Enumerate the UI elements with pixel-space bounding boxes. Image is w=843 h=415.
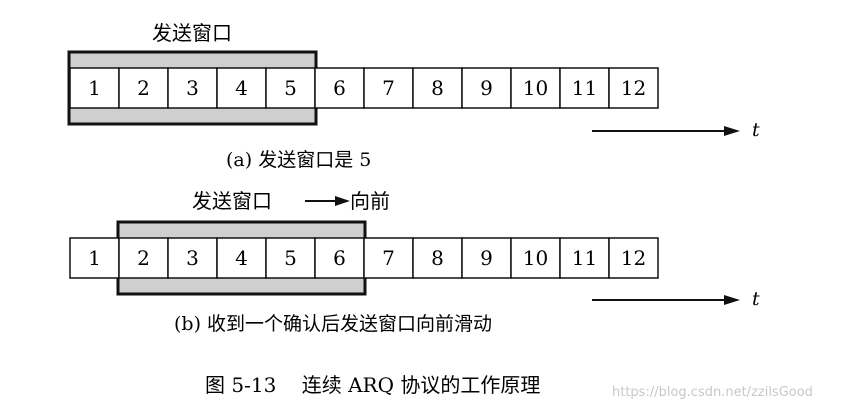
part-b-frame-cell xyxy=(363,237,414,279)
part-a-frame-cell xyxy=(69,67,120,109)
part-a-frame-number: 5 xyxy=(284,76,297,100)
part-a-frame-number: 3 xyxy=(186,76,199,100)
part-a-frame-number: 12 xyxy=(621,76,646,100)
part-b-frame-cell xyxy=(167,237,218,279)
part-a-frame-cell xyxy=(363,67,414,109)
part-b-frame-cell xyxy=(412,237,463,279)
part-a-frame-number: 11 xyxy=(572,76,597,100)
part-b-frame-number: 8 xyxy=(431,246,444,270)
part-a-frame-cell xyxy=(118,67,169,109)
part-a-frame-cell xyxy=(412,67,463,109)
part-a-window-label: 发送窗口 xyxy=(152,21,232,45)
part-a-frame-cell xyxy=(608,67,659,109)
part-b-time-label: t xyxy=(752,288,760,310)
part-b-frame-cell xyxy=(461,237,512,279)
part-b-frame-number: 12 xyxy=(621,246,646,270)
forward-label: 向前 xyxy=(350,189,390,213)
part-b-frame-number: 2 xyxy=(137,246,150,270)
part-a-frame-number: 8 xyxy=(431,76,444,100)
part-a-frame-number: 4 xyxy=(235,76,248,100)
part-a-frame-number: 9 xyxy=(480,76,493,100)
part-a-frame-cell xyxy=(216,67,267,109)
part-a-time-arrowhead xyxy=(724,126,740,136)
part-b-frame-cell xyxy=(118,237,169,279)
part-b-frame-cell xyxy=(314,237,365,279)
part-a-frame-number: 1 xyxy=(88,76,101,100)
part-a-frame-number: 6 xyxy=(333,76,346,100)
part-a-caption: (a) 发送窗口是 5 xyxy=(226,149,371,171)
part-a-frame-cell xyxy=(461,67,512,109)
part-b-frame-number: 3 xyxy=(186,246,199,270)
part-b-frame-cell xyxy=(510,237,561,279)
part-b-time-arrow: t xyxy=(592,288,760,310)
watermark: https://blog.csdn.net/zzilsGood xyxy=(612,385,813,400)
part-b-frame-cell xyxy=(69,237,120,279)
part-a-time-arrow: t xyxy=(592,119,760,141)
forward-arrow-head xyxy=(335,196,350,206)
part-b-frame-number: 5 xyxy=(284,246,297,270)
part-b-frame-number: 4 xyxy=(235,246,248,270)
part-a-frame-cell xyxy=(265,67,316,109)
part-b-frame-number: 7 xyxy=(382,246,395,270)
figure-caption: 图 5-13 连续 ARQ 协议的工作原理 xyxy=(205,373,540,397)
part-a-frame-number: 2 xyxy=(137,76,150,100)
part-a-frame-number: 10 xyxy=(523,76,548,100)
part-a-frame-cell xyxy=(314,67,365,109)
part-b-window-label: 发送窗口 xyxy=(192,189,272,213)
part-b-frame-number: 1 xyxy=(88,246,101,270)
part-b-time-arrowhead xyxy=(724,295,740,305)
part-b-frame-number: 9 xyxy=(480,246,493,270)
part-b-frame-number: 6 xyxy=(333,246,346,270)
part-a-frame-cell xyxy=(559,67,610,109)
part-a-time-label: t xyxy=(752,119,760,141)
part-b-frame-cell xyxy=(608,237,659,279)
part-b-caption: (b) 收到一个确认后发送窗口向前滑动 xyxy=(174,313,492,335)
forward-arrow xyxy=(305,196,350,206)
part-a-frame-number: 7 xyxy=(382,76,395,100)
part-b-frame-number: 11 xyxy=(572,246,597,270)
part-b-frame-number: 10 xyxy=(523,246,548,270)
